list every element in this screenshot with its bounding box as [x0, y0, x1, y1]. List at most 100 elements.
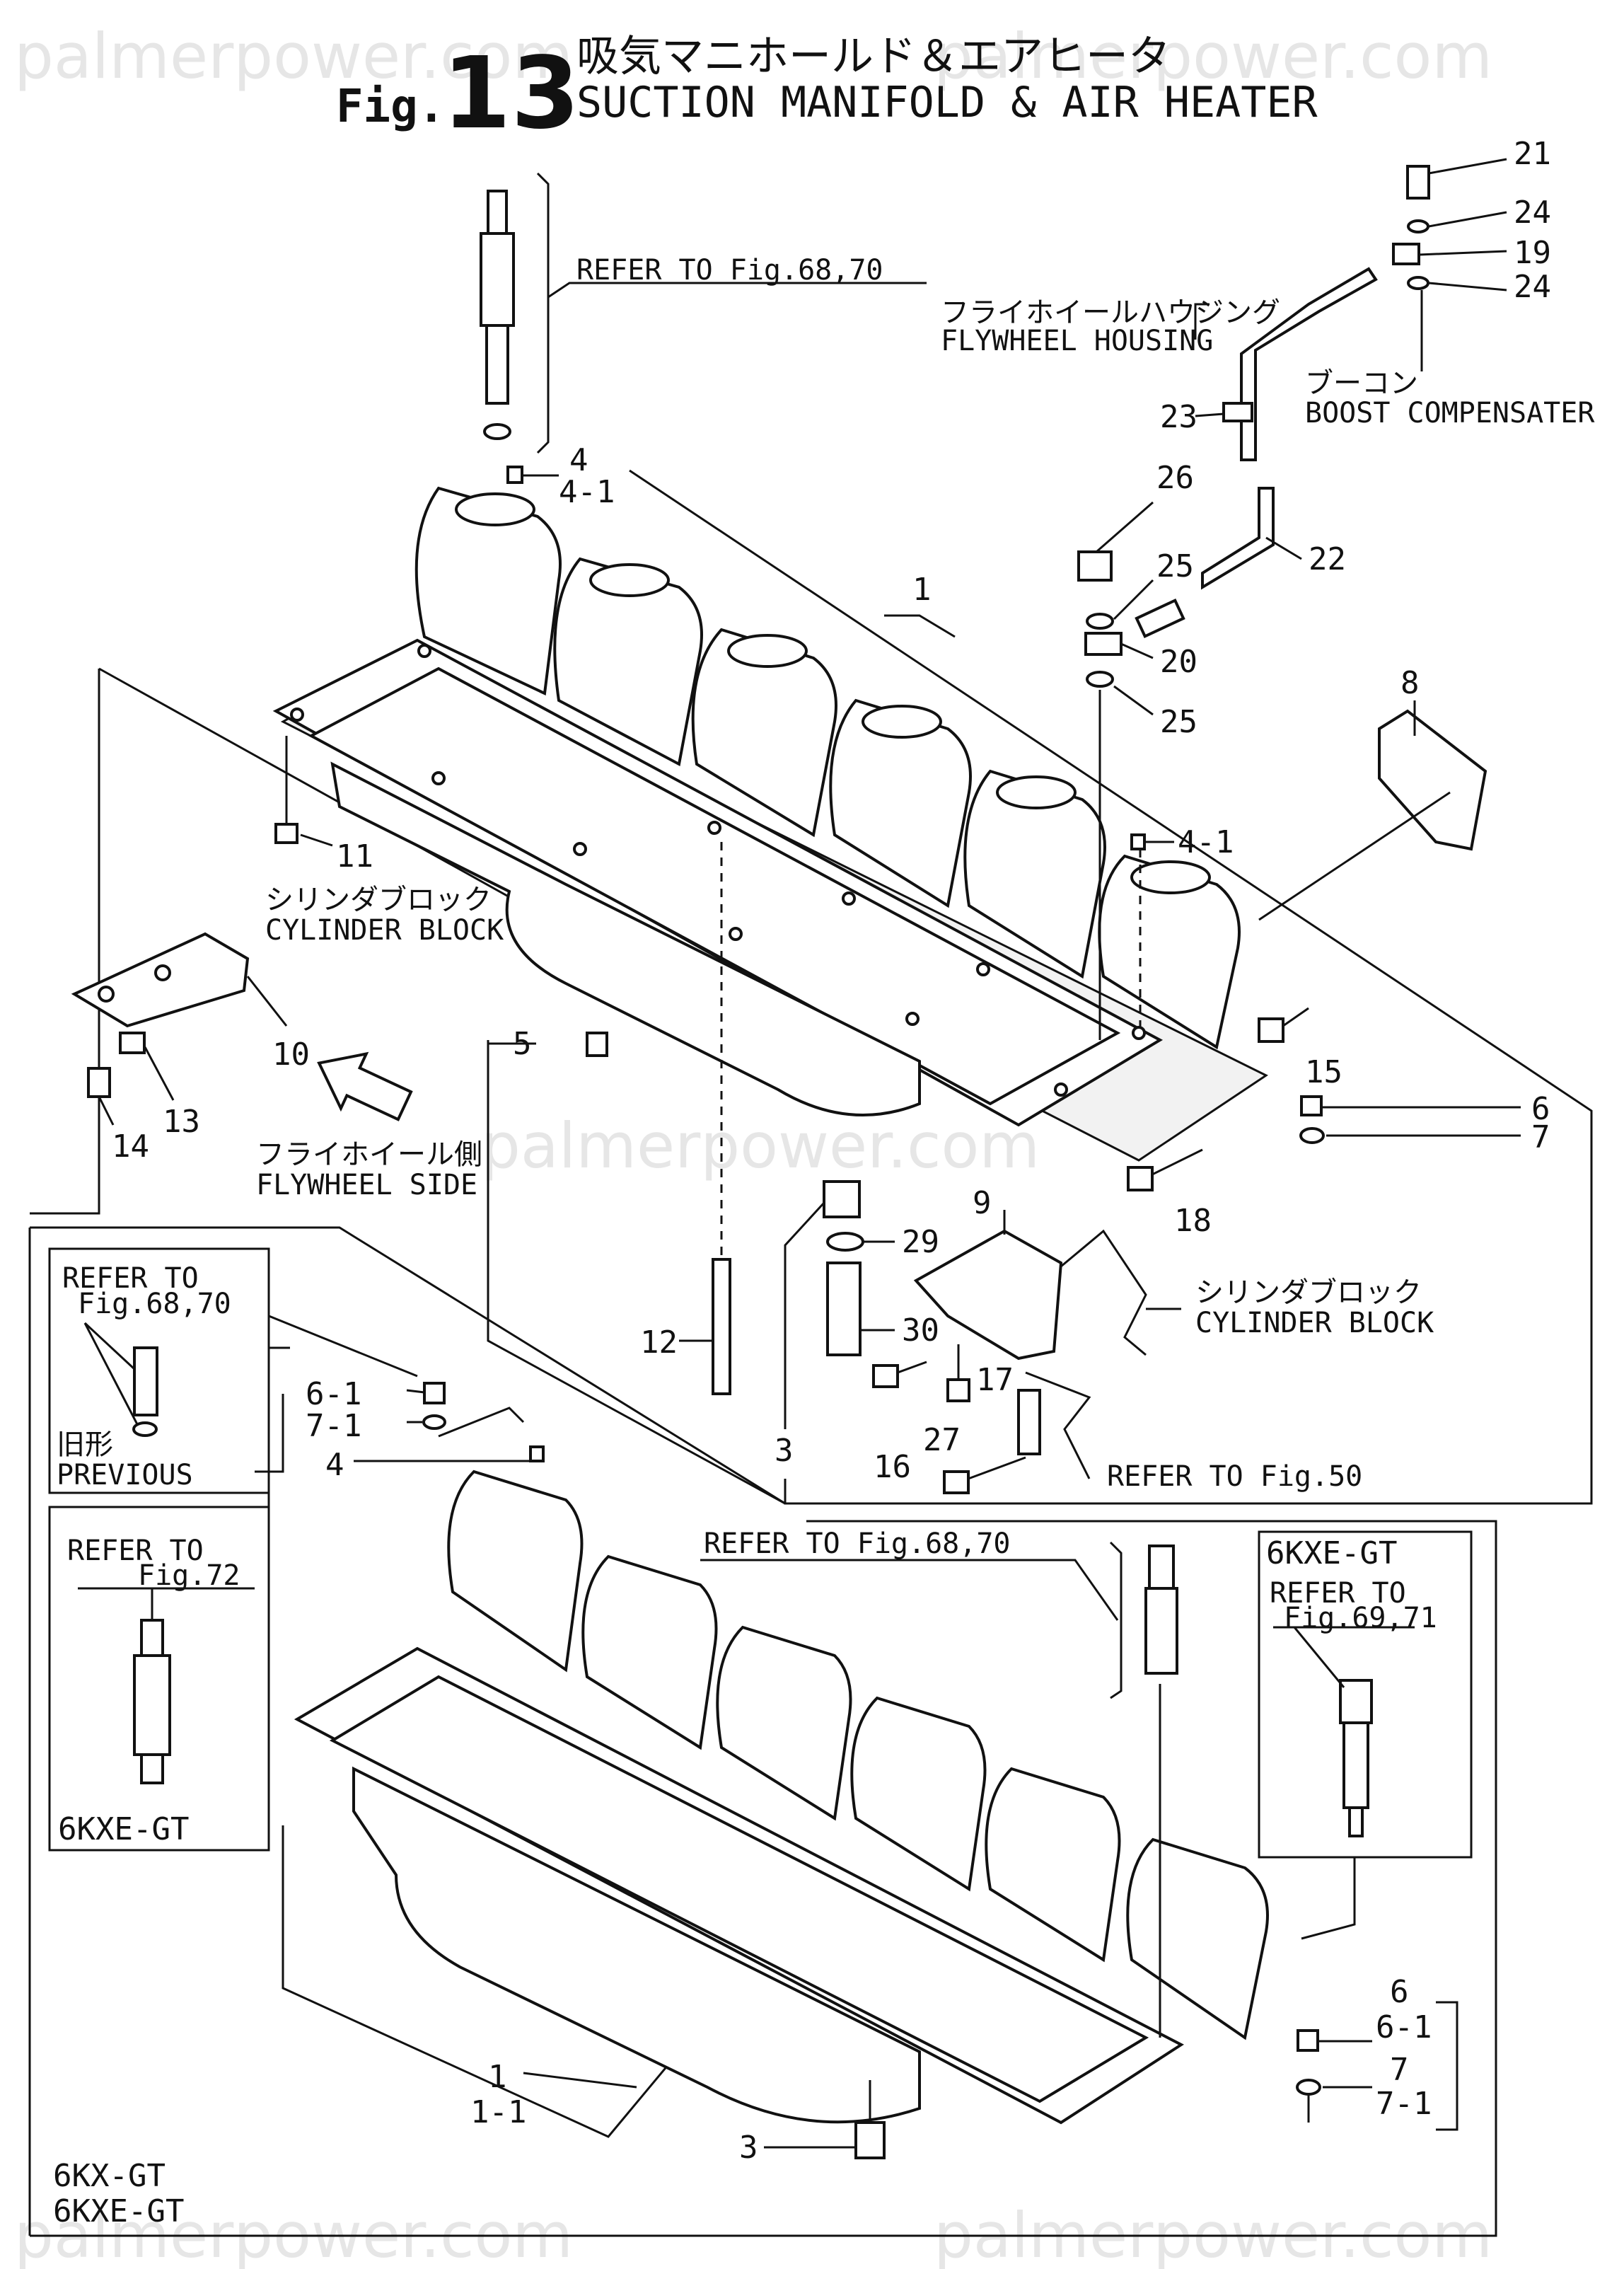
callout-17: 17: [976, 1362, 1014, 1398]
title-number: 13: [442, 36, 580, 151]
note-refer-68-70-lower: REFER TO Fig.68,70: [704, 1528, 1010, 1560]
callout-6: 6: [1531, 1091, 1550, 1127]
callout-22: 22: [1309, 541, 1346, 577]
callout-19: 19: [1514, 235, 1551, 271]
watermark-top-left: palmerpower.com: [14, 20, 573, 93]
callout-numbers: 21 24 19 24 23 26 22 25 20 25 8 4 4-1 1 …: [112, 136, 1551, 2166]
bolt-4: [506, 466, 523, 484]
bolt-27-shank: [968, 1456, 1026, 1480]
banjo-20: [1084, 632, 1123, 656]
plug-6: [1300, 1095, 1323, 1116]
leader-11: [300, 833, 333, 847]
lower-runner-1: [447, 1470, 584, 1673]
callout-15: 15: [1305, 1054, 1342, 1090]
bolt-15: [1258, 1017, 1284, 1043]
lower-sensor-top: [1148, 1545, 1175, 1590]
inset-6kxe-gt-left: [48, 1506, 270, 1852]
bolt-27: [943, 1470, 970, 1494]
inset1-refer-b: Fig.68,70: [78, 1288, 231, 1320]
inset1-previous-jp: 旧形: [57, 1428, 113, 1461]
note-cyl-block-jp-2: シリンダブロック: [1195, 1276, 1422, 1309]
fitting-3: [823, 1180, 861, 1218]
leader-6-1: [406, 1389, 425, 1394]
inset2-sensor-top: [140, 1619, 164, 1657]
bolt-4-lower: [529, 1445, 545, 1462]
cyl-block-outline: [1060, 1229, 1147, 1356]
leader-25a: [1113, 579, 1154, 620]
heater-body: [480, 232, 515, 327]
manifold-flange-inner: [308, 666, 1121, 1106]
washer-7: [1299, 1127, 1325, 1144]
model-6kx-gt: 6KX-GT: [53, 2158, 166, 2194]
lower-frame-bottom: [30, 1520, 1497, 2237]
washer-7-lower: [1296, 2079, 1321, 2096]
callout-6-lower: 6: [1390, 1974, 1409, 2010]
plug-6-1: [423, 1382, 446, 1404]
model-6kxe-gt: 6KXE-GT: [53, 2193, 184, 2229]
note-refer-68-70: REFER TO Fig.68,70: [576, 254, 883, 287]
intake-runners: [414, 486, 1241, 1050]
flange-bolt-holes: [290, 644, 1146, 1097]
inset1-previous-en: PREVIOUS: [57, 1459, 193, 1491]
watermark-bottom-left: palmerpower.com: [14, 2199, 573, 2269]
lower-runner-6: [1126, 1837, 1269, 2040]
lower-runner-5: [985, 1767, 1121, 1963]
callout-23: 23: [1160, 399, 1197, 435]
leader-3: [784, 1201, 825, 1429]
bolt-13: [119, 1032, 146, 1054]
watermark-center: palmerpower.com: [481, 1109, 1040, 1182]
bolt-16: [872, 1364, 899, 1388]
lower-runner-3: [716, 1625, 852, 1821]
inset-link-1: [268, 1315, 418, 1378]
inset2-refer-b: Fig.72: [138, 1559, 240, 1592]
inset3-sensor-body: [1342, 1721, 1369, 1809]
callout-1: 1: [912, 572, 932, 608]
lower-6-7-bracket: [1436, 2001, 1458, 2131]
leader-24b: [1428, 282, 1507, 291]
note-cyl-block-en-2: CYLINDER BLOCK: [1195, 1307, 1434, 1339]
boost-pipe-assembly: [1077, 158, 1507, 1040]
runner-5: [963, 769, 1106, 979]
bracket-hole-2: [154, 964, 171, 981]
previous-heater: [133, 1346, 158, 1416]
air-heater-sensor: [480, 190, 515, 440]
inset2-sensor-body: [133, 1654, 171, 1756]
callout-9: 9: [973, 1185, 992, 1221]
frame-line-right: [629, 469, 1593, 1505]
refer-leader-upper: [547, 282, 927, 299]
callout-7-1: 7-1: [306, 1408, 361, 1444]
inset3-sensor-tip: [1348, 1806, 1364, 1837]
inset3-refer-a: REFER TO: [1270, 1577, 1406, 1610]
callout-1-1-lower: 1-1: [470, 2094, 526, 2130]
note-cyl-block-en: CYLINDER BLOCK: [265, 914, 504, 947]
frame-line-5: [487, 1040, 786, 1505]
leader-1-lower: [523, 2072, 637, 2089]
lower-intake-runners: [447, 1470, 1269, 2040]
plug-5: [586, 1032, 608, 1057]
frame-line-left-diag: [98, 667, 538, 914]
callout-6-1-lower: 6-1: [1376, 2009, 1432, 2045]
note-flywheel-housing-en: FLYWHEEL HOUSING: [941, 325, 1213, 357]
callout-29: 29: [902, 1224, 939, 1260]
bolt-4-1: [1130, 833, 1146, 850]
watermark-top-right: palmerpower.com: [934, 20, 1492, 93]
runner-2: [553, 557, 703, 767]
washer-25b: [1086, 671, 1114, 688]
callout-26: 26: [1156, 460, 1194, 496]
pipe-fitting: [1135, 598, 1185, 639]
leader-25b: [1113, 685, 1154, 716]
flywheel-side-arrow: [317, 1051, 413, 1121]
callout-3-lower: 3: [739, 2130, 758, 2166]
pin-fig50: [1017, 1389, 1041, 1455]
fitting-3-lower: [854, 2121, 886, 2159]
heater-shaft: [485, 324, 509, 405]
inset2-sensor-tip: [140, 1753, 164, 1784]
callout-24b: 24: [1514, 269, 1551, 305]
upper-assembly: [30, 172, 1593, 1505]
inset3-model: 6KXE-GT: [1266, 1535, 1397, 1571]
callout-4-1a: 4-1: [559, 474, 615, 510]
note-boost-en: BOOST COMPENSATER: [1305, 397, 1595, 429]
inset3-sensor-top: [1339, 1679, 1373, 1724]
previous-washer: [132, 1421, 158, 1437]
